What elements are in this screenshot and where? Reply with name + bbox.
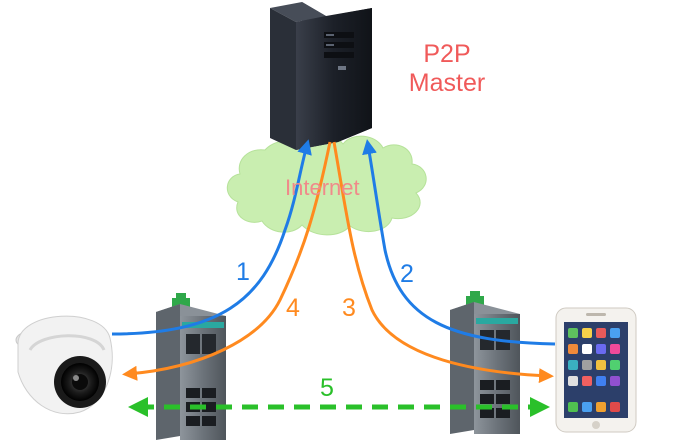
path-5-label: 5 [320, 374, 334, 402]
internet-cloud [226, 134, 427, 236]
network-switch-right-icon [450, 291, 520, 434]
server-label: P2P Master [392, 40, 502, 98]
path-3-arrow [332, 141, 554, 384]
app-icon-grid [568, 328, 620, 412]
server-label-line1: P2P [423, 40, 471, 68]
path-1-label: 1 [236, 258, 250, 286]
dome-camera-icon [15, 315, 113, 415]
cloud-label: Internet [285, 175, 360, 200]
server-tower-icon [270, 2, 372, 150]
path-1-arrow [111, 139, 312, 336]
path-2-arrow [362, 139, 556, 346]
network-switch-left-icon [156, 293, 226, 440]
server-label-line2: Master [408, 69, 486, 97]
path-4-arrow [122, 141, 332, 381]
path-4-label: 4 [286, 294, 300, 322]
path-3-label: 3 [342, 294, 356, 322]
smartphone-icon [555, 307, 637, 433]
path-2-label: 2 [400, 260, 414, 288]
